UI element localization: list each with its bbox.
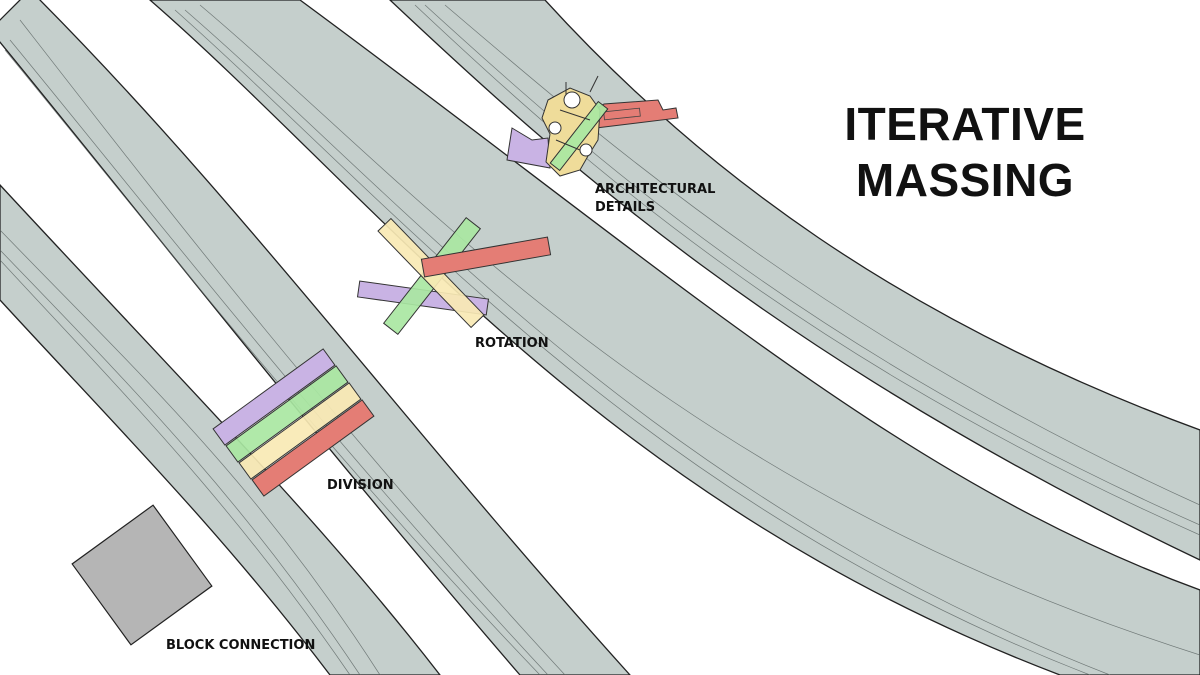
division-bar-green (225, 365, 349, 463)
architectural-details-massing (506, 75, 679, 177)
diagram-title: ITERATIVE MASSING (780, 96, 1150, 208)
division-bar-red (251, 399, 375, 497)
label-rotation: ROTATION (475, 336, 549, 351)
label-block-connection: BLOCK CONNECTION (166, 638, 316, 653)
label-architectural-details-line-2: DETAILS (595, 200, 656, 215)
detail-line-1 (555, 75, 599, 151)
division-bar-yellow (238, 382, 362, 480)
division-bar-purple (212, 348, 336, 446)
detail-dome-3 (579, 143, 593, 157)
detail-dome-1 (563, 91, 581, 109)
rotation-bars (356, 216, 552, 336)
detail-red-inner (603, 107, 641, 121)
label-architectural-details: ARCHITECTURAL DETAILS (595, 181, 715, 217)
division-bars (212, 348, 375, 497)
band-1 (0, 0, 631, 675)
rotation-bar-red (420, 236, 552, 278)
detail-dome-2 (548, 121, 562, 135)
connection-block (71, 504, 213, 646)
label-division: DIVISION (327, 478, 394, 493)
title-line-1: ITERATIVE (844, 98, 1086, 150)
detail-green-spine (549, 100, 609, 172)
band-3 (149, 0, 1200, 675)
title-line-2: MASSING (855, 154, 1075, 206)
label-architectural-details-line-1: ARCHITECTURAL (595, 182, 716, 197)
